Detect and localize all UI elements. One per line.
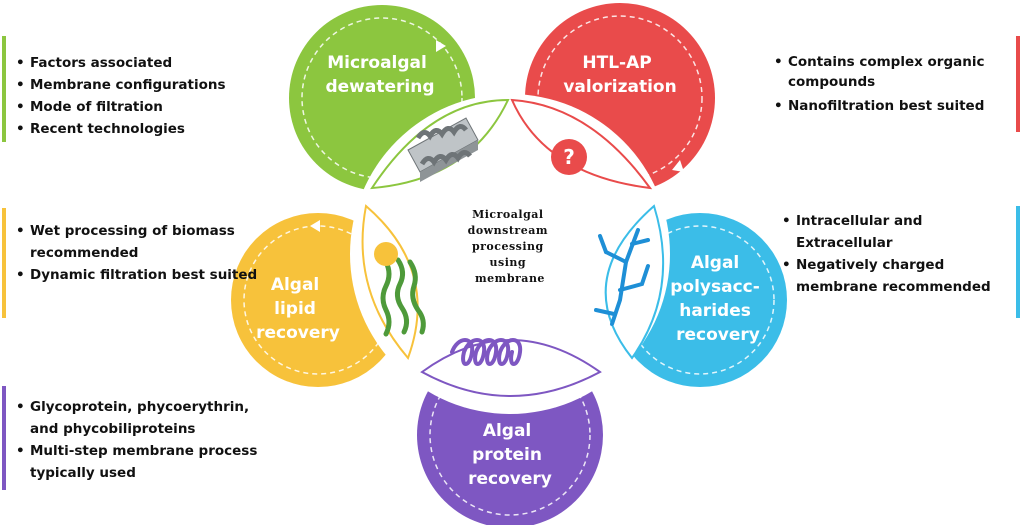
branch-line	[630, 238, 650, 246]
htl-panel: Contains complex organic compounds Nanof…	[774, 52, 1010, 116]
lens-protein	[420, 339, 602, 397]
lipid-droplet-icon	[374, 242, 398, 266]
htl-panel-item: Nanofiltration best suited	[774, 96, 1010, 116]
poly-label-line: polysacc-	[670, 277, 760, 297]
protein-label-line: Algal	[483, 421, 531, 441]
center-title-line: membrane	[475, 272, 545, 285]
membrane-module-icon	[407, 117, 479, 182]
dewatering-panel-item: Recent technologies	[16, 118, 266, 140]
lipid-label-line: recovery	[256, 323, 340, 343]
htl-label: HTL-AP valorization	[563, 53, 676, 97]
filament-line	[394, 257, 410, 335]
poly-label-line: harides	[679, 301, 751, 321]
poly-label-line: recovery	[676, 325, 760, 345]
center-title-line: using	[490, 256, 527, 269]
dewatering-panel-item: Factors associated	[16, 52, 266, 74]
poly-panel-item: Negatively charged membrane recommended	[782, 254, 1012, 298]
arrowhead-dewatering	[436, 40, 446, 52]
center-title-line: processing	[472, 240, 544, 253]
dewatering-panel-item: Mode of filtration	[16, 96, 266, 118]
arrowhead-poly	[630, 362, 640, 374]
dewatering-label-line: dewatering	[325, 77, 434, 97]
lipid-panel-bar	[2, 208, 6, 318]
petal-poly-dashed-ring	[625, 225, 775, 375]
protein-helix-icon	[450, 338, 523, 366]
lipid-label: Algal lipid recovery	[256, 275, 340, 343]
question-icon-glyph: ?	[563, 145, 575, 169]
poly-panel-item: Intracellular and Extracellular	[782, 210, 1012, 254]
filament-line	[380, 259, 392, 337]
poly-panel: Intracellular and Extracellular Negative…	[782, 210, 1012, 298]
protein-label: Algal protein recovery	[468, 421, 552, 489]
dewatering-label: Microalgal dewatering	[325, 53, 434, 97]
polysaccharides-label: Algal polysacc- harides recovery	[670, 253, 765, 345]
branch-line	[598, 234, 608, 254]
protein-label-line: protein	[472, 445, 542, 465]
branch-line	[604, 250, 628, 264]
dewatering-label-line: Microalgal	[327, 53, 427, 73]
lens-poly	[604, 204, 665, 360]
protein-panel-item: Multi-step membrane process typically us…	[16, 440, 280, 484]
lipid-panel-item: Wet processing of biomass recommended	[16, 220, 266, 264]
center-title: Microalgal downstream processing using m…	[468, 208, 553, 285]
dewatering-panel-bar	[2, 36, 6, 142]
arrowhead-htl	[672, 160, 684, 172]
lipid-filament-icon	[374, 242, 426, 337]
protein-label-line: recovery	[468, 469, 552, 489]
center-title-line: Microalgal	[472, 208, 544, 221]
lipid-label-line: lipid	[274, 299, 316, 319]
dewatering-panel-item: Membrane configurations	[16, 74, 266, 96]
protein-panel-item: Glycoprotein, phycoerythrin, and phycobi…	[16, 396, 280, 440]
petal-protein-dashed-ring	[429, 354, 591, 516]
branch-line	[594, 308, 616, 316]
protein-panel: Glycoprotein, phycoerythrin, and phycobi…	[16, 396, 280, 484]
lipid-label-line: Algal	[271, 275, 319, 295]
branch-line	[618, 264, 650, 292]
filament-line	[407, 259, 426, 335]
question-icon	[551, 139, 587, 175]
lipid-panel-item: Dynamic filtration best suited	[16, 264, 266, 286]
polysaccharide-branch-icon	[594, 228, 650, 326]
center-title-line: downstream	[468, 224, 548, 237]
poly-label-line: Algal	[691, 253, 739, 273]
htl-panel-item: Contains complex organic compounds	[774, 52, 1010, 92]
dewatering-panel: Factors associated Membrane configuratio…	[16, 52, 266, 140]
protein-panel-bar	[2, 386, 6, 490]
petal-dewatering-dashed-ring	[301, 17, 463, 179]
htl-panel-bar	[1016, 36, 1020, 132]
htl-label-line: HTL-AP	[582, 53, 651, 73]
htl-label-line: valorization	[563, 77, 676, 97]
lipid-panel: Wet processing of biomass recommended Dy…	[16, 220, 266, 286]
poly-panel-bar	[1016, 206, 1020, 318]
arrowhead-lipid	[310, 220, 320, 232]
